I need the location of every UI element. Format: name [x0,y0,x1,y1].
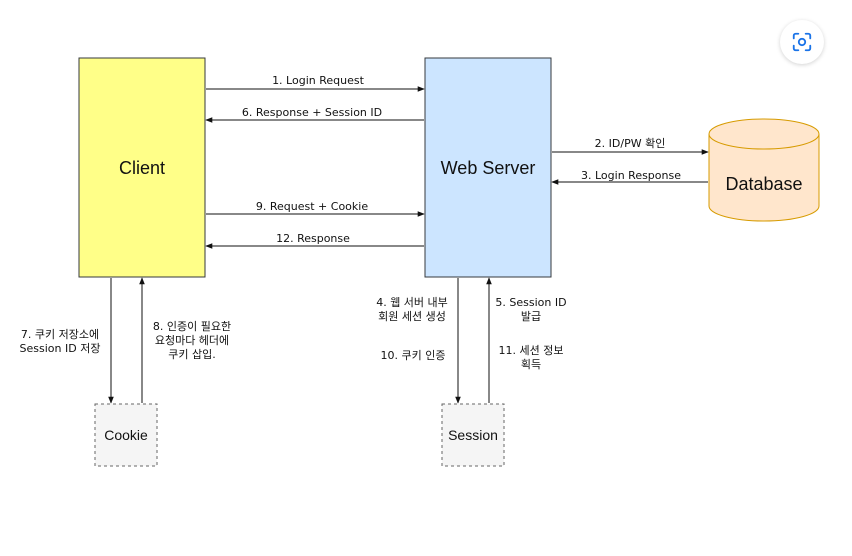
web-server-label: Web Server [441,158,536,178]
cookie-auth-label: 10. 쿠키 인증 [381,349,446,362]
insert-cookie-label-line3: 쿠키 삽입. [168,348,215,361]
session-node[interactable]: Session [441,403,505,467]
store-cookie-label-line2: Session ID 저장 [20,342,101,355]
response-session-label: 6. Response + Session ID [242,106,382,119]
create-session-label-line2: 회원 세션 생성 [378,310,446,323]
login-request-label: 1. Login Request [272,74,365,87]
get-session-label-line2: 획득 [521,358,541,371]
login-response-label: 3. Login Response [581,169,681,182]
cookie-node[interactable]: Cookie [94,403,158,467]
web-server-node[interactable]: Web Server [424,57,552,278]
session-label: Session [448,427,498,443]
issue-session-label-line2: 발급 [521,310,541,323]
client-node[interactable]: Client [78,57,206,278]
response-label: 12. Response [276,232,350,245]
create-session-label-line1: 4. 웹 서버 내부 [376,296,448,309]
lens-button[interactable] [780,20,824,64]
issue-session-label-line1: 5. Session ID [495,296,566,309]
cookie-label: Cookie [104,427,148,443]
id-pw-check-label: 2. ID/PW 확인 [595,137,666,150]
request-cookie-label: 9. Request + Cookie [256,200,368,213]
database-node[interactable]: Database [708,118,820,222]
get-session-label-line1: 11. 세션 정보 [499,344,564,357]
client-label: Client [119,158,165,178]
lens-icon [792,32,812,52]
insert-cookie-label-line2: 요청마다 헤더에 [155,334,229,347]
insert-cookie-label-line1: 8. 인증이 필요한 [153,320,231,333]
database-label: Database [725,174,802,194]
store-cookie-label-line1: 7. 쿠키 저장소에 [21,328,99,341]
